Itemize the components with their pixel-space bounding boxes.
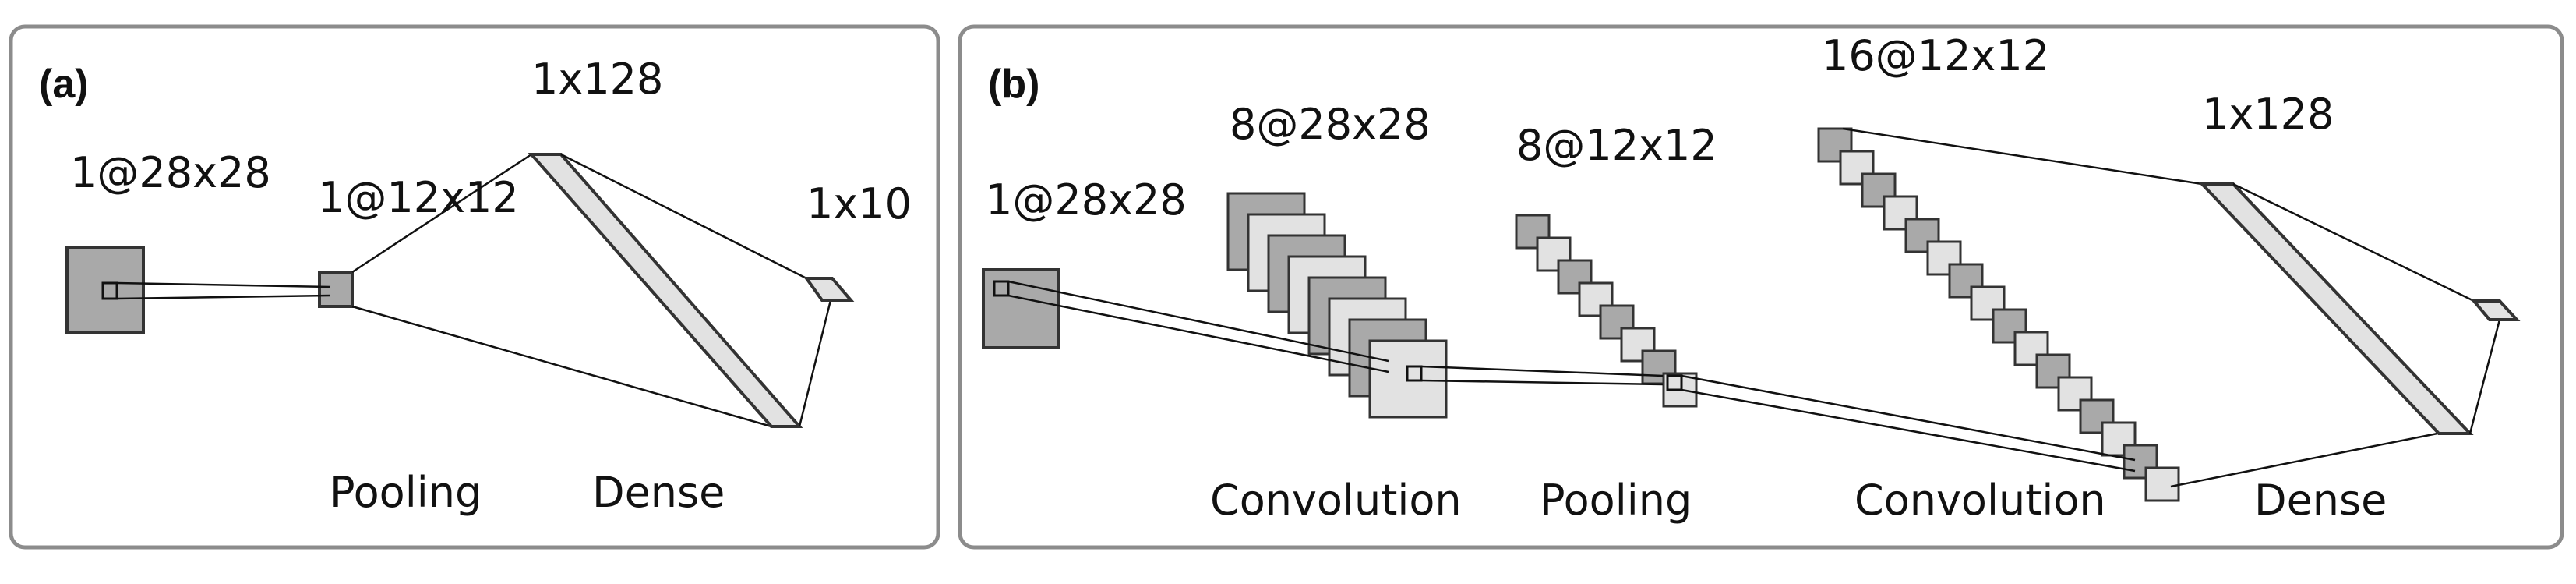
connector-line — [2232, 182, 2475, 303]
dense-dim-label: 1x128 — [531, 55, 663, 104]
panel-a-border — [9, 24, 940, 550]
input-kernel — [993, 280, 1010, 297]
conv2-feature-map — [2144, 466, 2180, 502]
pool-kernel — [1666, 374, 1683, 391]
panel-b-border — [958, 24, 2564, 550]
pooling-op-label: Pooling — [330, 468, 482, 517]
pool-feature-map — [1557, 259, 1593, 295]
pool-feature-map — [1599, 304, 1635, 340]
output-dim-label: 1x10 — [806, 179, 912, 228]
connector-line — [1842, 127, 2203, 186]
connector-line — [351, 153, 532, 274]
pool-layer — [318, 271, 354, 308]
pool-dim-label: 1@12x12 — [318, 173, 519, 222]
conv2-op-label: Convolution — [1854, 476, 2106, 525]
dense-op-label: Dense — [592, 468, 725, 517]
connector-line — [1420, 365, 1664, 377]
conv1-dim-label: 8@28x28 — [1230, 100, 1431, 149]
panel-a-label: (a) — [39, 62, 89, 107]
connector-line — [798, 299, 832, 427]
conv1-kernel — [1406, 365, 1423, 382]
input-dim-label: 1@28x28 — [70, 148, 271, 197]
connector-line — [116, 281, 331, 288]
conv1-stack — [1226, 192, 1448, 419]
connector-line — [1007, 294, 1389, 373]
connector-line — [2170, 432, 2438, 488]
input-layer — [65, 246, 145, 334]
connector-line — [351, 305, 772, 428]
conv2-feature-map — [2123, 444, 2158, 480]
output-layer — [2470, 299, 2521, 321]
pooling-op-label: Pooling — [1540, 476, 1692, 525]
connector-line — [560, 153, 807, 280]
conv2-dim-label: 16@12x12 — [1822, 31, 2049, 80]
panel-a: (a) 1@28x28 1@12x12 1x128 1x10 Pooling D… — [9, 24, 940, 550]
connector-line — [1681, 374, 2136, 462]
connector-line — [2468, 319, 2501, 434]
input-layer — [982, 268, 1060, 349]
connector-line — [1007, 280, 1389, 363]
input-kernel — [101, 281, 118, 300]
connector-line — [116, 294, 331, 300]
conv2-stack — [1817, 127, 2180, 502]
pool-stack — [1515, 214, 1698, 408]
dense-layer — [528, 153, 803, 428]
dense-layer — [2198, 182, 2474, 435]
output-layer — [803, 277, 855, 302]
panel-b-label: (b) — [988, 62, 1039, 107]
conv1-op-label: Convolution — [1210, 476, 1462, 525]
panel-b: (b) 1@28x28 8@28x28 — [958, 24, 2564, 550]
dense-dim-label: 1x128 — [2202, 90, 2334, 139]
connector-line — [1681, 388, 2136, 473]
input-dim-label: 1@28x28 — [986, 175, 1187, 225]
dense-op-label: Dense — [2254, 476, 2387, 525]
pool-dim-label: 8@12x12 — [1516, 121, 1717, 170]
connector-line — [1420, 379, 1664, 386]
